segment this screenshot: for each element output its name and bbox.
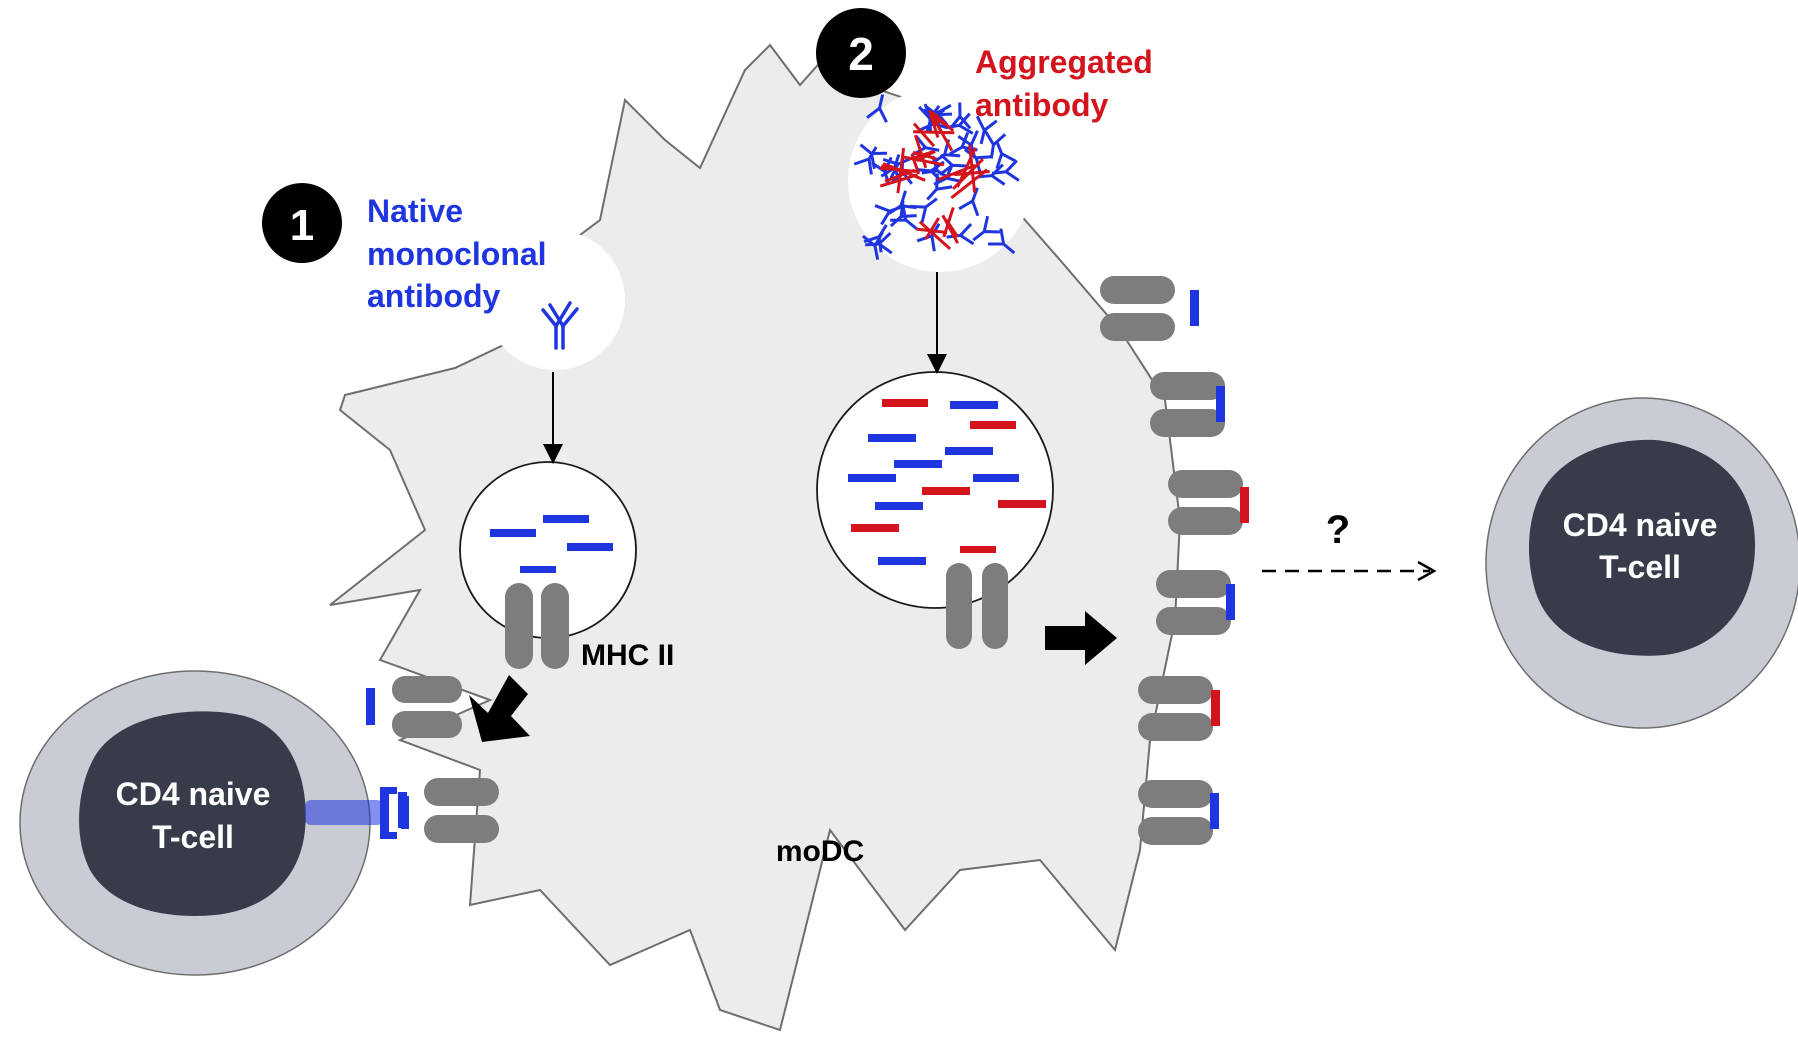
step-2-number: 2	[848, 28, 874, 80]
aggregate-antibody-y	[938, 153, 967, 176]
tcr-bound-peptide	[401, 796, 409, 829]
aggregate-antibody-y	[910, 197, 938, 223]
aggregate-endosome-peptides	[848, 399, 1046, 565]
aggregate-antibody-y	[865, 232, 893, 255]
aggregate-antibody-y	[882, 157, 912, 179]
native-label-line2: monoclonal	[367, 236, 547, 272]
aggregate-antibody-crosslink	[952, 158, 984, 190]
native-antibody-icon	[541, 301, 579, 350]
aggregate-antibody-crosslink	[941, 214, 960, 244]
aggregate-antibody-crosslink	[884, 168, 916, 183]
aggregate-antibody-crosslink	[918, 220, 952, 251]
right-tcell-label-line2: T-cell	[1599, 549, 1681, 585]
native-uptake-bubble	[485, 230, 625, 370]
aggregate-presentation-arrow	[1045, 611, 1117, 665]
native-presentation-arrow	[469, 675, 530, 742]
native-endosome-peptides	[490, 515, 613, 573]
right-tcell-nucleus	[1528, 439, 1755, 656]
aggregate-antibody-y	[866, 94, 888, 123]
aggregate-antibody-y	[984, 130, 1007, 159]
aggregated-label-line2: antibody	[975, 87, 1109, 123]
tcr-receptor	[380, 787, 397, 839]
uncertain-activation-arrowhead	[1417, 560, 1437, 582]
native-label-line3: antibody	[367, 278, 501, 314]
native-endosome-mhc	[505, 583, 569, 669]
aggregate-antibody-crosslink	[910, 153, 921, 175]
mhc-label: MHC II	[581, 639, 674, 672]
aggregate-antibody-crosslink	[928, 109, 954, 152]
left-tcell-nucleus	[79, 711, 306, 916]
aggregate-antibody-y	[975, 115, 998, 145]
right-tcell-label-line1: CD4 naive	[1563, 507, 1718, 543]
aggregate-endosome-mhc	[946, 563, 1008, 649]
left-tcell-label-line2: T-cell	[152, 819, 234, 855]
aggregate-antibody-crosslink	[912, 122, 936, 148]
aggregate-antibody-crosslink	[916, 149, 936, 163]
question-mark: ?	[1326, 508, 1350, 552]
aggregate-antibody-crosslink	[937, 164, 976, 182]
aggregate-antibody-crosslink	[882, 162, 926, 182]
modc-label: moDC	[776, 835, 864, 868]
aggregate-antibody-crosslink	[968, 144, 977, 193]
aggregate-antibody-crosslink	[903, 155, 945, 167]
aggregate-antibody-y	[977, 163, 1006, 186]
aggregated-antibody-cluster	[853, 94, 1020, 260]
tcr-stalk	[305, 800, 383, 825]
aggregate-antibody-y	[972, 215, 1000, 242]
aggregate-antibody-crosslink	[924, 217, 940, 240]
native-label-line1: Native	[367, 193, 463, 229]
aggregate-antibody-y	[890, 204, 918, 230]
left-tcell-label-line1: CD4 naive	[116, 776, 271, 812]
aggregate-antibody-y	[946, 222, 975, 246]
aggregate-antibody-crosslink	[942, 206, 955, 238]
aggregated-label-line1: Aggregated	[975, 44, 1153, 80]
surface-mhc-right-peptides	[1190, 290, 1249, 829]
aggregate-antibody-y	[916, 223, 941, 252]
step-2-badge	[816, 8, 906, 98]
aggregate-antibody-y	[987, 228, 1016, 255]
aggregate-antibody-y	[874, 204, 904, 226]
modc-cell-body	[329, 38, 1182, 1032]
aggregate-antibody-crosslink	[950, 168, 989, 200]
aggregate-antibody-crosslink	[879, 173, 919, 188]
step-1-number: 1	[290, 201, 314, 250]
step-1-badge	[262, 183, 342, 263]
aggregate-antibody-y	[995, 140, 1017, 170]
surface-mhc-left	[392, 676, 499, 843]
surface-mhc-right	[1100, 276, 1243, 845]
aggregate-antibody-y	[853, 146, 878, 175]
aggregate-antibody-crosslink	[913, 130, 955, 135]
